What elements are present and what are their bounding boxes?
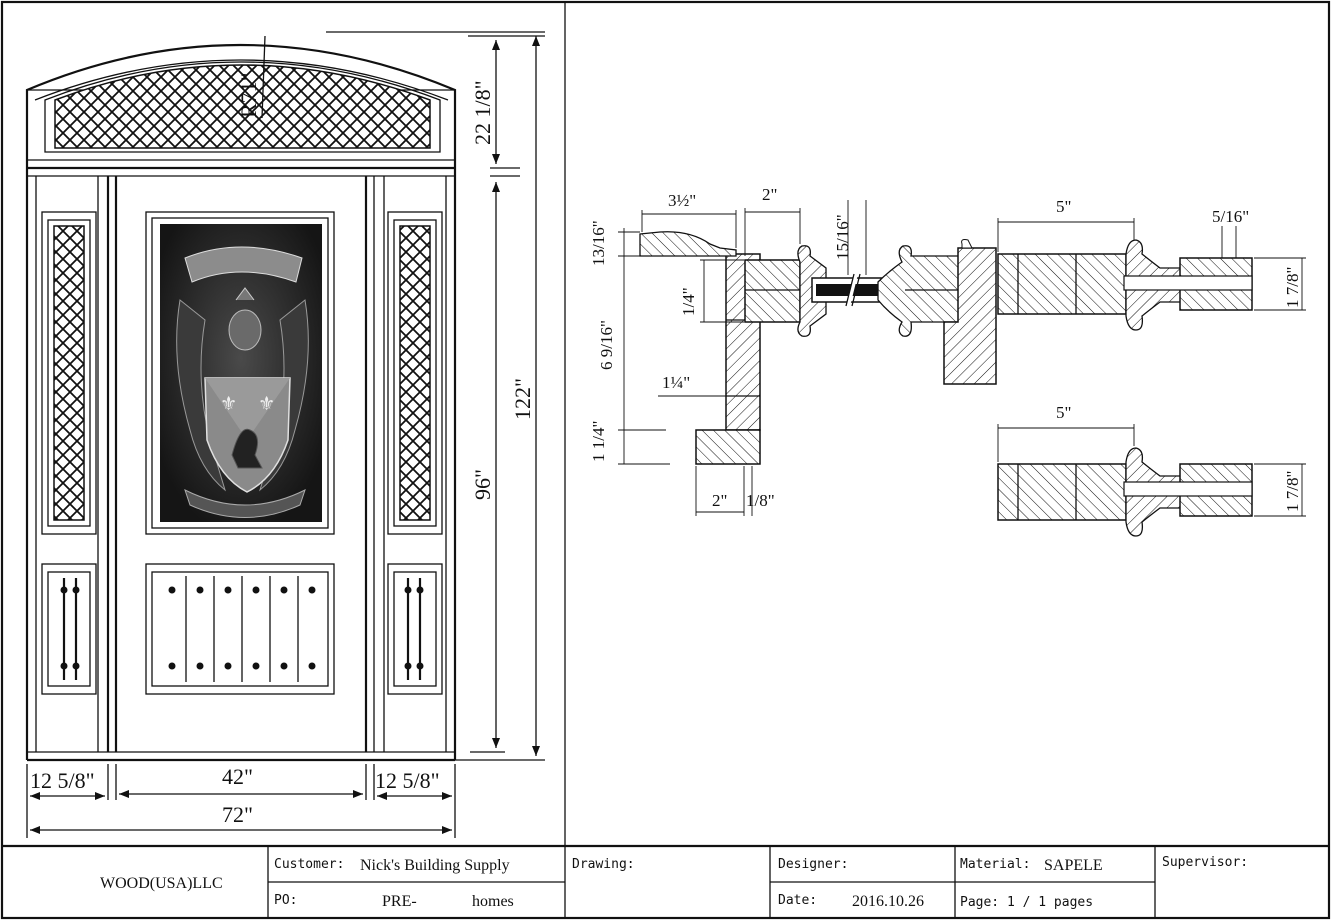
date-value: 2016.10.26 <box>852 893 924 910</box>
designer-label: Designer: <box>778 857 848 872</box>
material-label: Material: <box>960 857 1030 872</box>
right-sidelite-straps <box>404 578 424 680</box>
lower-door-panel-boards <box>168 576 316 682</box>
dim-2-top: 2" <box>762 185 777 204</box>
page-label: Page: 1 / 1 pages <box>960 895 1093 910</box>
date-label: Date: <box>778 893 817 908</box>
po-label: PO: <box>274 893 297 908</box>
dim-1-4: 1/4" <box>679 287 698 316</box>
dim-5-top: 5" <box>1056 197 1071 216</box>
door-elevation: ⚜ ⚜ <box>25 43 457 762</box>
po-value-2: homes <box>472 893 514 910</box>
right-sidelite-width-label: 12 5/8" <box>375 768 440 793</box>
left-sidelite-glass <box>53 225 85 521</box>
customer-label: Customer: <box>274 857 344 872</box>
dim-15-16: 15/16" <box>833 214 852 260</box>
dim-1-8: 1/8" <box>746 491 775 510</box>
crest-glass: ⚜ ⚜ <box>160 224 322 522</box>
dim-1-7-8-bottom: 1 7/8" <box>1283 471 1302 512</box>
dim-2-bottom: 2" <box>712 491 727 510</box>
radius-label: R71" <box>236 72 261 118</box>
section-detail: 3½" 2" 15/16" 5" 5/16" 13/16" 1/4" 6 9/1… <box>589 185 1306 537</box>
dim-6-9-16: 6 9/16" <box>597 320 616 370</box>
customer-value: Nick's Building Supply <box>360 857 510 874</box>
left-sidelite-straps <box>60 578 80 680</box>
door-width-label: 42" <box>222 764 253 789</box>
door-dimensions: R71" 22 1/8" 96" 122" 12 5/8" 42" <box>26 31 545 838</box>
svg-text:⚜: ⚜ <box>222 391 235 416</box>
drawing-label: Drawing: <box>572 857 635 872</box>
company-name: WOOD(USA)LLC <box>100 875 223 892</box>
svg-text:⚜: ⚜ <box>260 391 273 416</box>
dim-13-16: 13/16" <box>589 220 608 266</box>
left-sidelite-width-label: 12 5/8" <box>30 768 95 793</box>
dim-1-1-4b: 1 1/4" <box>589 421 608 462</box>
dim-1-1-4: 1¼" <box>662 373 690 392</box>
transom-lattice <box>54 64 431 149</box>
material-value: SAPELE <box>1044 857 1103 874</box>
door-height-label: 96" <box>470 469 495 500</box>
title-block: WOOD(USA)LLC Customer: Nick's Building S… <box>2 844 1329 918</box>
total-height-label: 122" <box>510 378 535 420</box>
dim-5-lower: 5" <box>1056 403 1071 422</box>
dim-3-1-2: 3½" <box>668 191 696 210</box>
supervisor-label: Supervisor: <box>1162 855 1248 870</box>
transom-height-label: 22 1/8" <box>470 80 495 145</box>
total-width-label: 72" <box>222 802 253 827</box>
right-sidelite-glass <box>399 225 431 521</box>
dim-1-7-8-top: 1 7/8" <box>1283 267 1302 308</box>
po-value-1: PRE- <box>382 893 417 910</box>
dim-5-16: 5/16" <box>1212 207 1249 226</box>
